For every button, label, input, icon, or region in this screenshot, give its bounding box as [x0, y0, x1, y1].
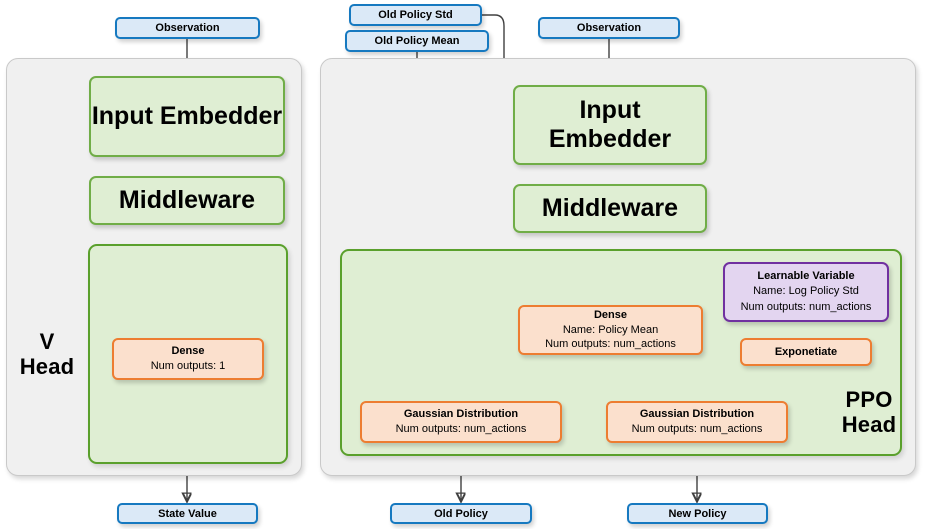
v-head-observation-label: Observation	[155, 22, 220, 34]
ppo-learnable-variable-name: Name: Log Policy Std	[753, 285, 859, 298]
ppo-exponetiate[interactable]: Exponetiate	[740, 338, 872, 366]
ppo-gaussian-new-title: Gaussian Distribution	[639, 408, 755, 421]
ppo-observation-input[interactable]: Observation	[538, 17, 680, 39]
v-head-dense-detail: Num outputs: 1	[150, 360, 226, 372]
ppo-old-policy-std-input[interactable]: Old Policy Std	[349, 4, 482, 26]
ppo-head-label: PPO Head	[830, 387, 908, 437]
ppo-gaussian-new-detail: Num outputs: num_actions	[631, 423, 763, 435]
ppo-gaussian-distribution-old[interactable]: Gaussian Distribution Num outputs: num_a…	[360, 401, 562, 443]
ppo-middleware-label: Middleware	[541, 194, 679, 222]
ppo-old-policy-mean-input[interactable]: Old Policy Mean	[345, 30, 489, 52]
ppo-dense-policy-mean[interactable]: Dense Name: Policy Mean Num outputs: num…	[518, 305, 703, 355]
ppo-old-policy-output-label: Old Policy	[434, 507, 488, 520]
ppo-old-policy-output[interactable]: Old Policy	[390, 503, 532, 524]
ppo-head-label-line1: PPO	[845, 387, 893, 412]
v-head-dense[interactable]: Dense Num outputs: 1	[112, 338, 264, 380]
ppo-input-embedder-label: Input Embedder	[548, 96, 672, 153]
v-head-state-value-output[interactable]: State Value	[117, 503, 258, 524]
ppo-middleware[interactable]: Middleware	[513, 184, 707, 233]
ppo-new-policy-output-label: New Policy	[668, 507, 727, 520]
v-head-label-line2: Head	[19, 353, 75, 379]
ppo-gaussian-old-detail: Num outputs: num_actions	[395, 423, 527, 435]
v-head-middleware-label: Middleware	[118, 186, 256, 214]
v-head-dense-title: Dense	[171, 345, 205, 358]
v-head-middleware[interactable]: Middleware	[89, 176, 285, 225]
v-head-input-embedder-label: Input Embedder	[91, 102, 283, 130]
v-head-observation-input[interactable]: Observation	[115, 17, 260, 39]
ppo-new-policy-output[interactable]: New Policy	[627, 503, 768, 524]
ppo-input-embedder[interactable]: Input Embedder	[513, 85, 707, 165]
v-head-state-value-label: State Value	[158, 507, 217, 520]
ppo-exponetiate-title: Exponetiate	[774, 345, 838, 358]
v-head-label: V Head	[14, 329, 80, 379]
ppo-head-label-line2: Head	[841, 411, 897, 437]
ppo-observation-label: Observation	[576, 22, 642, 34]
ppo-gaussian-distribution-new[interactable]: Gaussian Distribution Num outputs: num_a…	[606, 401, 788, 443]
ppo-learnable-variable-title: Learnable Variable	[757, 269, 855, 282]
v-head-label-line1: V	[39, 329, 55, 354]
ppo-learnable-variable[interactable]: Learnable Variable Name: Log Policy Std …	[723, 262, 889, 322]
v-head-input-embedder[interactable]: Input Embedder	[89, 76, 285, 157]
ppo-dense-name: Name: Policy Mean	[562, 323, 659, 336]
ppo-dense-outputs: Num outputs: num_actions	[545, 338, 676, 351]
ppo-learnable-variable-outputs: Num outputs: num_actions	[740, 300, 872, 313]
ppo-old-policy-mean-label: Old Policy Mean	[374, 35, 460, 47]
ppo-dense-title: Dense	[593, 308, 628, 321]
ppo-old-policy-std-label: Old Policy Std	[378, 9, 453, 21]
ppo-gaussian-old-title: Gaussian Distribution	[403, 408, 519, 421]
